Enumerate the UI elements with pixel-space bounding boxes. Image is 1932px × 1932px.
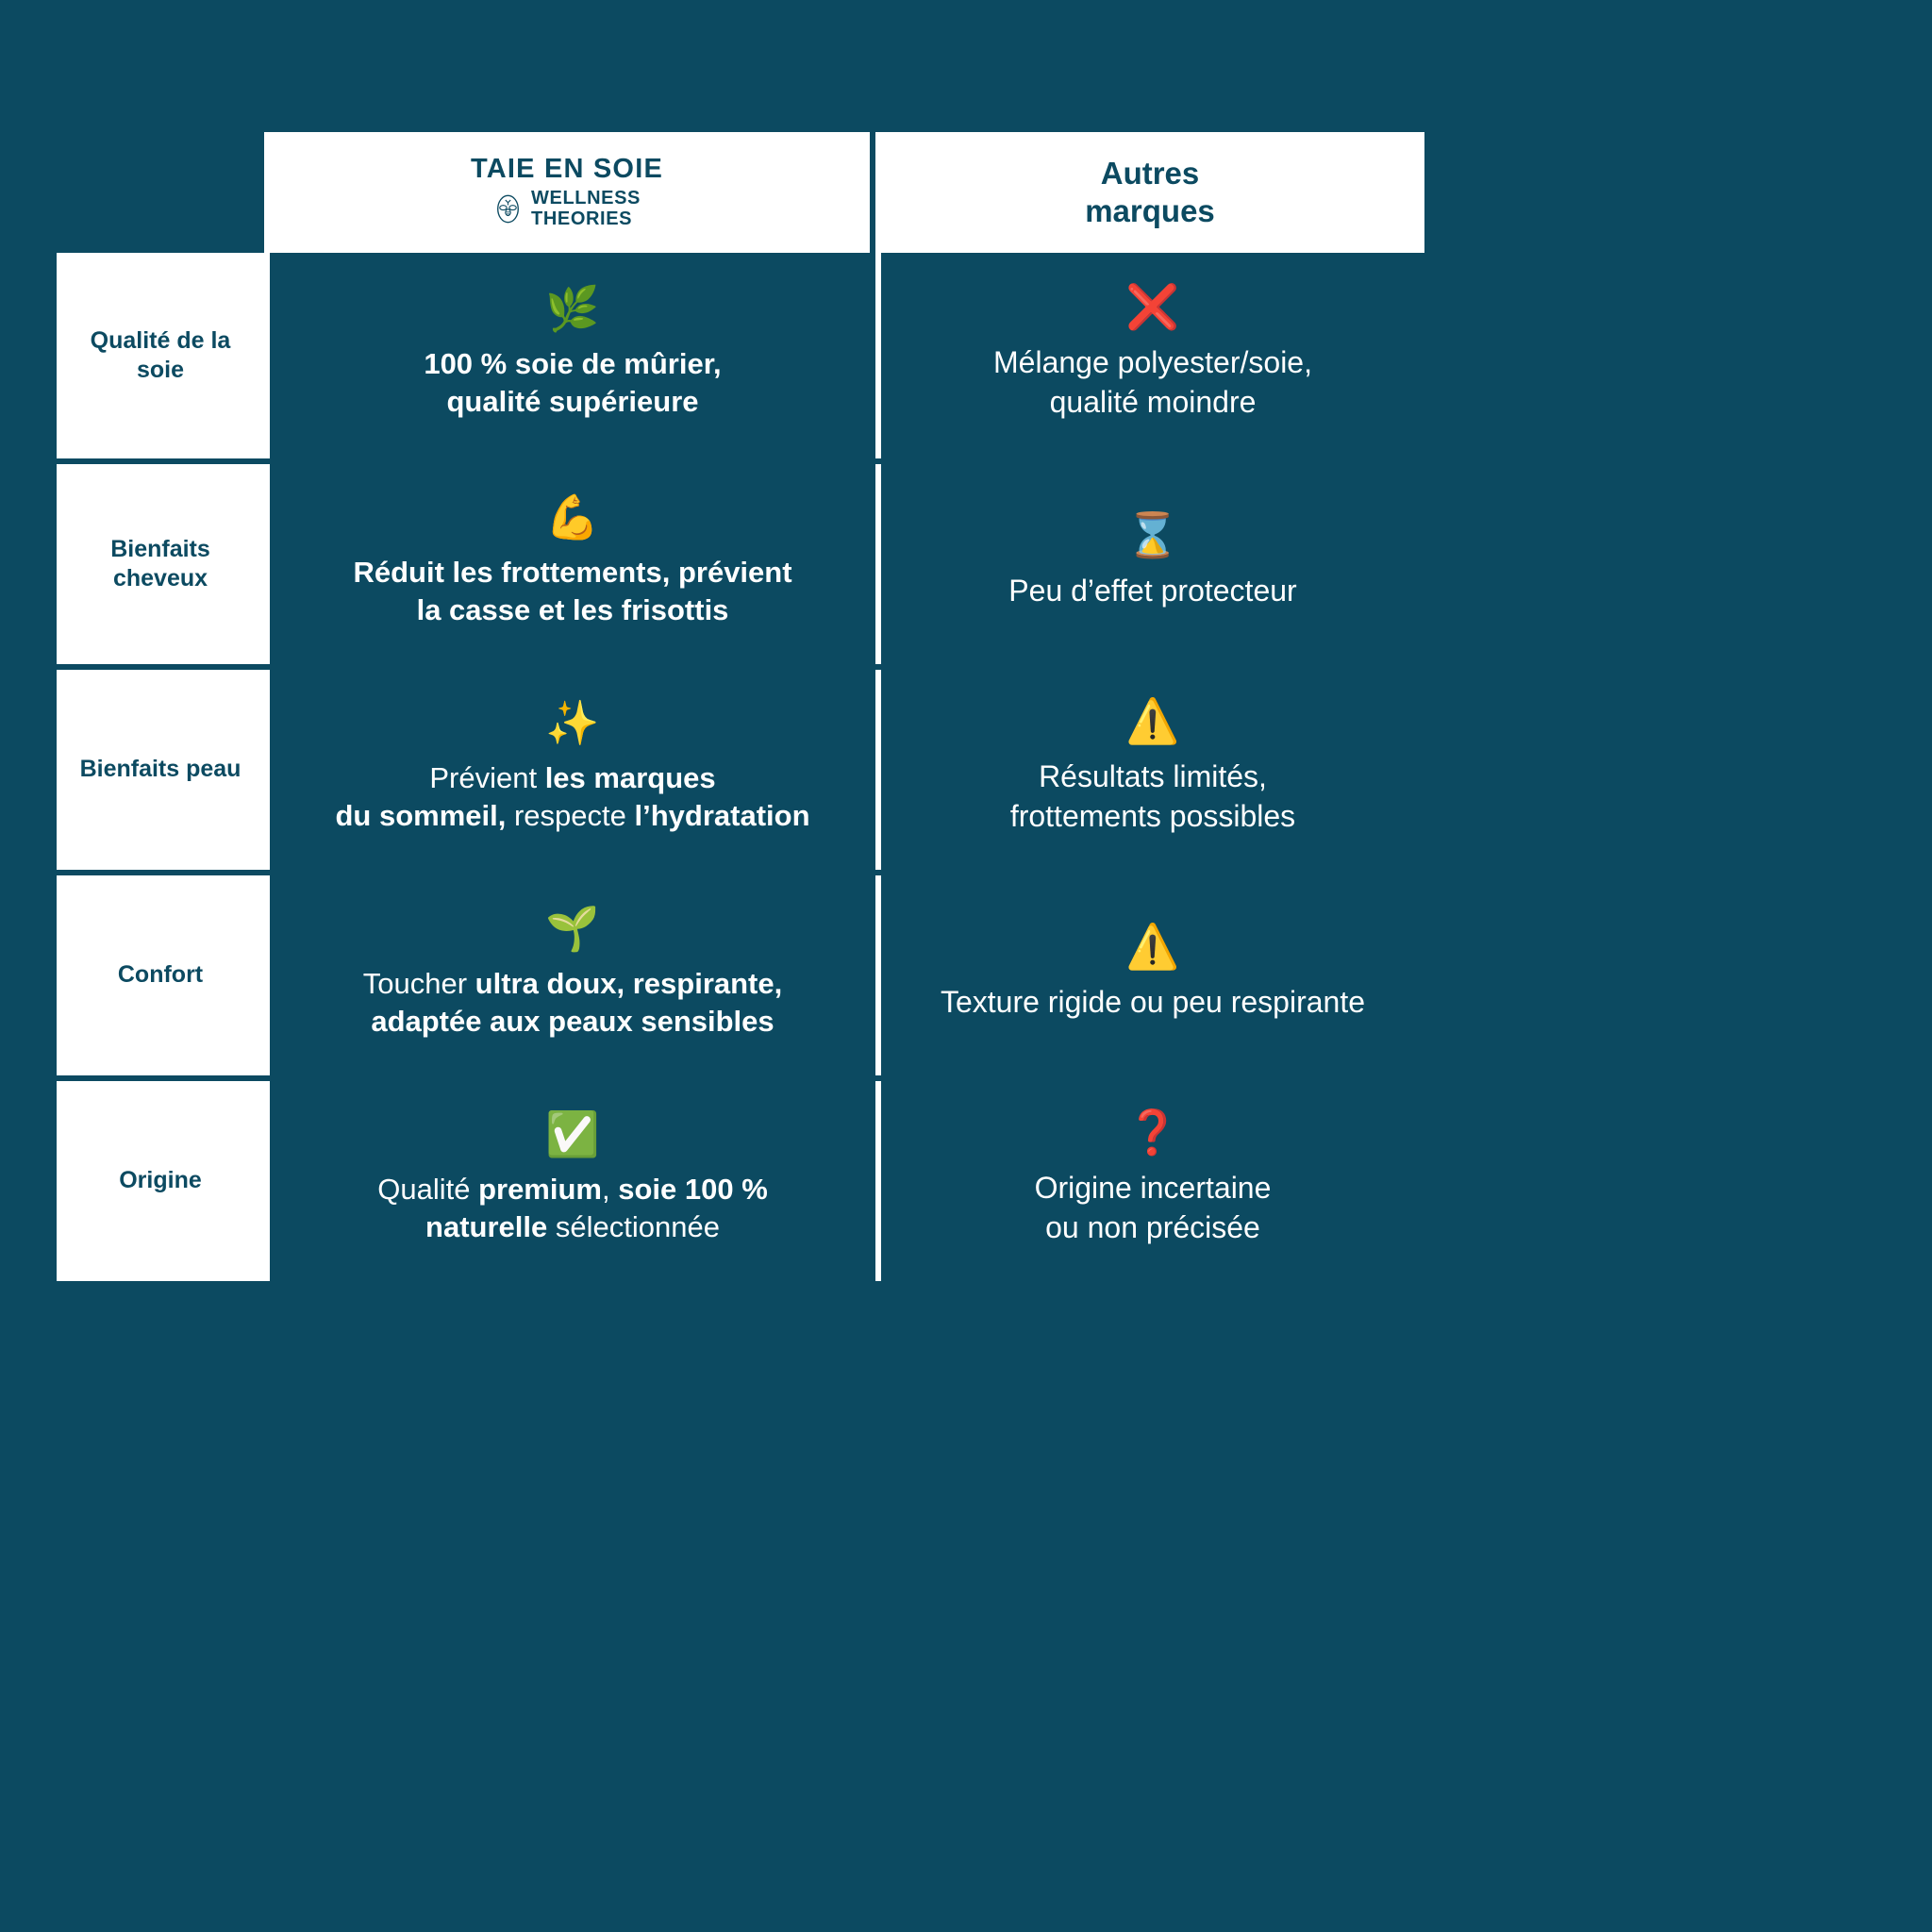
row-label: Origine bbox=[57, 1081, 264, 1281]
table-row: Bienfaits cheveux 💪 Réduit les frottemen… bbox=[57, 458, 1424, 664]
cell-other-text: Texture rigide ou peu respirante bbox=[940, 985, 1366, 1020]
cell-ours-text: Qualité premium, soie 100 %naturelle sél… bbox=[377, 1172, 768, 1243]
cell-other-text: Mélange polyester/soie,qualité moindre bbox=[993, 345, 1312, 419]
cross-mark-emoji: ❌ bbox=[1125, 282, 1180, 332]
brand-title: TAIE EN SOIE bbox=[470, 154, 663, 185]
warning-emoji: ⚠️ bbox=[1125, 696, 1180, 746]
row-label: Bienfaits peau bbox=[57, 670, 264, 870]
cell-ours-text: Toucher ultra doux, respirante,adaptée a… bbox=[362, 966, 783, 1038]
table-header-row: TAIE EN SOIE bbox=[57, 132, 1424, 253]
cell-ours: 🌱 Toucher ultra doux, respirante,adaptée… bbox=[264, 875, 875, 1075]
row-label: Qualité de la soie bbox=[57, 253, 264, 458]
brand-subtitle-line2: THEORIES bbox=[531, 208, 633, 229]
header-other-title: Autres marques bbox=[1085, 155, 1215, 229]
check-mark-button-emoji: ✅ bbox=[545, 1108, 600, 1158]
table-row: Confort 🌱 Toucher ultra doux, respirante… bbox=[57, 870, 1424, 1075]
header-other-line1: Autres bbox=[1100, 156, 1200, 192]
cell-other: ⌛ Peu d’effet protecteur bbox=[875, 464, 1424, 664]
brand-subtitle-line1: WELLNESS bbox=[531, 188, 641, 209]
cell-other-text: Résultats limités,frottements possibles bbox=[1009, 759, 1296, 833]
brand-block: TAIE EN SOIE bbox=[471, 155, 663, 229]
wellness-theories-bee-badge-icon bbox=[493, 194, 523, 224]
header-other-line2: marques bbox=[1085, 193, 1215, 228]
cell-other: ❌ Mélange polyester/soie,qualité moindre bbox=[875, 253, 1424, 458]
row-label: Confort bbox=[57, 875, 264, 1075]
cell-other-text: Peu d’effet protecteur bbox=[1008, 574, 1297, 608]
brand-logo-row: WELLNESS THEORIES bbox=[493, 189, 641, 229]
cell-ours: ✅ Qualité premium, soie 100 %naturelle s… bbox=[264, 1081, 875, 1281]
sparkles-emoji: ✨ bbox=[545, 697, 600, 747]
question-mark-emoji: ❓ bbox=[1125, 1108, 1180, 1158]
row-label: Bienfaits cheveux bbox=[57, 464, 264, 664]
cell-ours-text: 100 % soie de mûrier,qualité supérieure bbox=[424, 346, 722, 418]
brand-subtitle: WELLNESS THEORIES bbox=[531, 189, 641, 229]
table-row: Qualité de la soie 🌿 100 % soie de mûrie… bbox=[57, 253, 1424, 458]
cell-other: ⚠️ Résultats limités,frottements possibl… bbox=[875, 670, 1424, 870]
header-cell-ours: TAIE EN SOIE bbox=[264, 132, 875, 253]
cell-other: ⚠️ Texture rigide ou peu respirante bbox=[875, 875, 1424, 1075]
header-cell-other: Autres marques bbox=[875, 132, 1424, 253]
seedling-emoji: 🌱 bbox=[545, 903, 600, 953]
flexed-biceps-emoji: 💪 bbox=[545, 491, 600, 541]
comparison-table: TAIE EN SOIE bbox=[57, 132, 1424, 1281]
header-corner-spacer bbox=[57, 132, 264, 253]
cell-ours: 🌿 100 % soie de mûrier,qualité supérieur… bbox=[264, 253, 875, 458]
table-row: Origine ✅ Qualité premium, soie 100 %nat… bbox=[57, 1075, 1424, 1281]
warning-emoji: ⚠️ bbox=[1125, 922, 1180, 972]
hourglass-emoji: ⌛ bbox=[1125, 510, 1180, 560]
herb-emoji: 🌿 bbox=[545, 283, 600, 333]
